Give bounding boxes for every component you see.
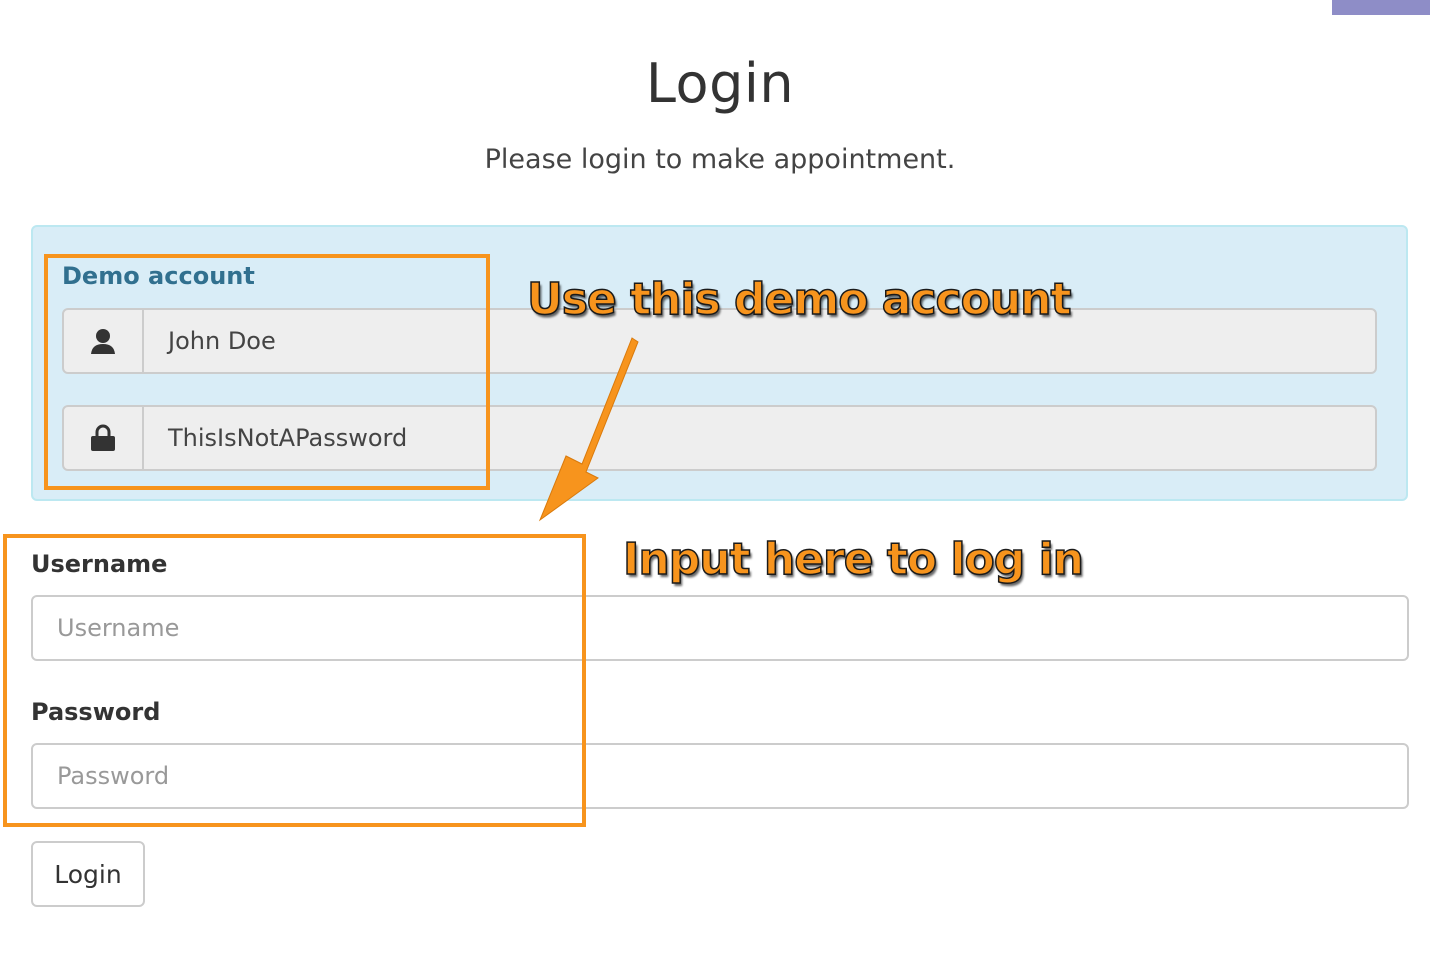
arrow-icon — [538, 337, 639, 522]
password-input[interactable] — [31, 743, 1409, 809]
page-title: Login — [645, 52, 795, 115]
user-icon — [64, 310, 144, 372]
demo-account-heading: Demo account — [62, 262, 255, 290]
demo-username-field: John Doe — [62, 308, 1377, 374]
login-button[interactable]: Login — [31, 841, 145, 907]
login-inputs-highlight-box — [3, 534, 586, 827]
username-input[interactable] — [31, 595, 1409, 661]
corner-tab — [1332, 0, 1430, 15]
demo-account-callout: Use this demo account — [526, 273, 1072, 326]
demo-account-highlight-box — [44, 254, 490, 490]
demo-username-value: John Doe — [168, 327, 276, 355]
demo-password-value: ThisIsNotAPassword — [168, 424, 408, 452]
page-subtitle: Please login to make appointment. — [484, 144, 956, 175]
lock-icon — [64, 407, 144, 469]
input-callout: Input here to log in — [622, 533, 1085, 586]
password-label: Password — [31, 698, 161, 726]
demo-password-field: ThisIsNotAPassword — [62, 405, 1377, 471]
username-label: Username — [31, 550, 168, 578]
